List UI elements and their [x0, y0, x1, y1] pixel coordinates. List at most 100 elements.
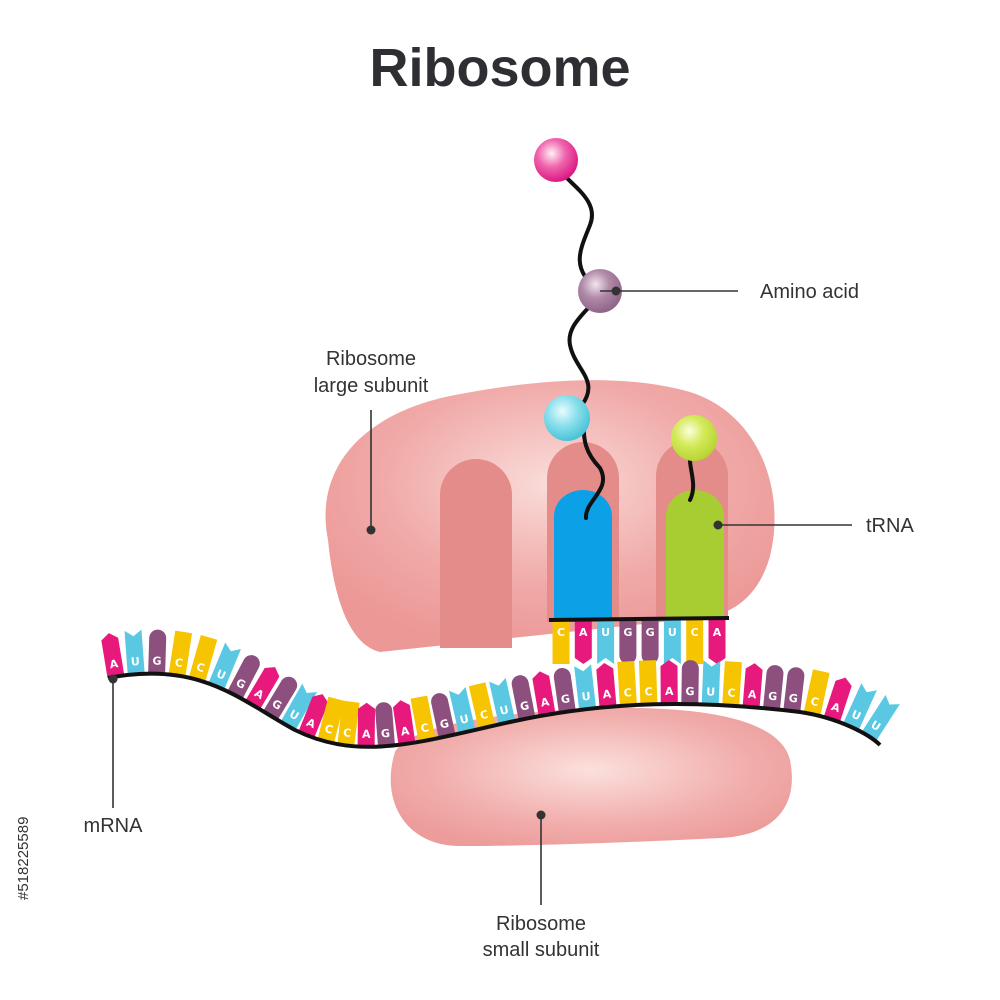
trna-anticodon-base-shape — [641, 620, 659, 664]
mrna-base-letter: G — [381, 727, 391, 741]
trna-anticodon-base-shape — [708, 620, 726, 664]
mrna-base-G: G — [783, 667, 805, 712]
label-small-subunit-line2: small subunit — [483, 939, 600, 961]
trna-anticodon-base-letter: C — [557, 626, 565, 639]
mrna-base-letter: G — [788, 692, 798, 706]
mrna-base-shape — [263, 676, 298, 721]
trna-blue — [554, 490, 612, 620]
mrna-base-C: C — [617, 660, 637, 706]
mrna-base-letter: G — [439, 717, 451, 732]
mrna-base-shape — [861, 694, 900, 742]
mrna-base-shape — [742, 663, 763, 708]
mrna-base-shape — [803, 669, 830, 716]
mrna-base-letter: C — [342, 726, 352, 740]
mrna-base-letter: A — [602, 688, 612, 702]
mrna-base-shape — [511, 675, 536, 721]
mrna-base-U: U — [280, 683, 318, 731]
amino-acid-pink — [534, 138, 578, 182]
mrna-base-C: C — [168, 630, 193, 677]
mrna-base-shape — [357, 702, 376, 747]
mrna-base-shape — [124, 629, 145, 675]
mrna-base-shape — [843, 683, 877, 731]
trna-leader-dot — [713, 520, 723, 530]
mrna-base-A: A — [596, 663, 617, 708]
mrna-base-letter: G — [685, 685, 694, 698]
mrna-base-shape — [448, 687, 476, 734]
mrna-base-A: A — [357, 702, 376, 747]
mrna-base-letter: G — [152, 654, 161, 667]
trna-anticodon-base-G — [641, 620, 659, 664]
trna-anticodon-base-letter: U — [601, 626, 610, 639]
mrna-base-shape — [188, 635, 218, 683]
trna-anticodon-base-U — [663, 620, 681, 664]
trna-anticodon-base-shape — [686, 620, 704, 664]
mrna-base-shape — [596, 663, 617, 708]
mrna-backbone — [107, 671, 882, 749]
trna-anticodon-base-G — [619, 620, 637, 664]
mrna-base-letter: C — [644, 685, 653, 698]
mrna-base-shape — [617, 660, 637, 706]
mrna-base-letter: C — [727, 686, 736, 699]
label-large-subunit-line1: Ribosome — [326, 348, 416, 370]
mrna-base-shape — [532, 671, 556, 717]
mrna-base-letter: C — [195, 660, 206, 675]
mrna-base-G: G — [681, 660, 699, 705]
mrna-base-letter: C — [623, 686, 632, 699]
mrna-base-shape — [823, 677, 852, 723]
mrna-base-shape — [638, 660, 658, 705]
trna-anticodon-base-shape — [597, 620, 615, 664]
mrna-base-shape — [101, 633, 125, 678]
trna-green — [666, 490, 724, 620]
label-small-subunit-line1: Ribosome — [496, 913, 586, 935]
mrna-base-letter: C — [420, 721, 430, 735]
mrna-base-letter: A — [540, 695, 551, 709]
mrna-base-letter: G — [519, 699, 530, 713]
mrna-base-shape — [468, 682, 496, 730]
mrna-base-C: C — [188, 635, 218, 683]
mrna-base-shape — [701, 660, 721, 705]
mrna-base-shape — [245, 667, 280, 710]
trna-anticodon-base-C — [686, 620, 704, 664]
mrna-base-shape — [574, 664, 597, 710]
trna-anticodon-base-A — [574, 620, 592, 664]
mrna-base-shape — [280, 683, 318, 731]
small-subunit-leader-dot — [536, 810, 546, 820]
mrna-base-shape — [298, 694, 329, 739]
mrna-base-C: C — [722, 661, 742, 707]
mrna-base-A: A — [742, 663, 763, 708]
mrna-base-G: G — [227, 655, 260, 700]
mrna-base-shape — [227, 655, 260, 700]
trna-anticodon-base-letter: G — [623, 626, 632, 639]
mrna-base-shape — [148, 629, 167, 674]
mrna-base-C: C — [803, 669, 830, 716]
mrna-base-G: G — [148, 629, 167, 674]
mrna-base-A: A — [660, 660, 678, 705]
mrna-base-letter: A — [665, 685, 674, 698]
mrna-base-shape — [393, 700, 416, 746]
mrna-base-shape — [660, 660, 678, 705]
mrna-base-U: U — [124, 629, 145, 675]
mrna-base-G: G — [511, 675, 536, 721]
amino-acid-cyan — [544, 395, 590, 441]
mrna-base-U: U — [574, 664, 597, 710]
trna-anticodon-base-letter: U — [668, 626, 677, 639]
mrna-base-A: A — [393, 700, 416, 746]
label-large-subunit-line2: large subunit — [314, 375, 429, 397]
mrna-base-shape — [375, 702, 395, 747]
mrna-base-letter: U — [498, 703, 510, 718]
mrna-base-shape — [553, 667, 576, 713]
trna-anticodon-base-letter: A — [713, 626, 722, 639]
amino-acid-leader-dot — [611, 286, 621, 296]
trna-anticodon-base-shape — [619, 620, 637, 664]
mrna-base-A: A — [298, 694, 329, 739]
mrna-leader-dot — [108, 674, 118, 684]
stock-image-id: #518225589 — [15, 817, 32, 900]
label-amino-acid: Amino acid — [760, 281, 859, 303]
trna-anticodon-base-A — [708, 620, 726, 664]
mrna-base-shape — [681, 660, 699, 705]
mrna-base-letter: A — [362, 728, 371, 741]
ribosome-small-subunit — [390, 707, 792, 846]
peptide-chain — [558, 168, 605, 520]
